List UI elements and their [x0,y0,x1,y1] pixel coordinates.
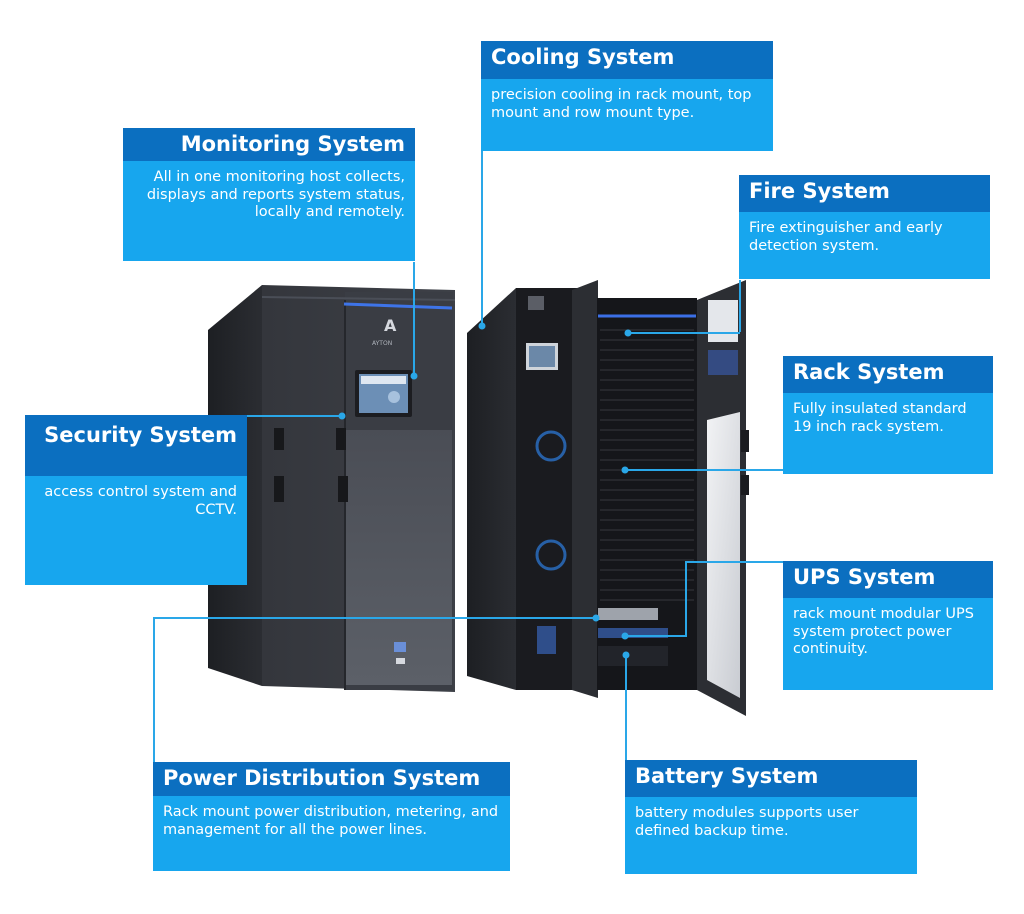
cooling-title: Cooling System [481,41,773,79]
connector-power-h [153,617,596,619]
connector-power-dot [592,614,600,622]
connector-ups-dot [621,632,629,640]
ups-callout: UPS System rack mount modular UPS system… [783,561,993,690]
fire-description: Fire extinguisher and early detection sy… [739,212,990,279]
fire-callout: Fire System Fire extinguisher and early … [739,175,990,279]
security-callout: Security System access control system an… [25,415,247,585]
rack-description: Fully insulated standard 19 inch rack sy… [783,393,993,474]
connector-monitoring-v [413,262,415,376]
cooling-description: precision cooling in rack mount, top mou… [481,79,773,151]
ups-title: UPS System [783,561,993,598]
open-cabinet [467,280,749,716]
power-title: Power Distribution System [153,762,510,796]
connector-fire-h [628,332,740,334]
connector-fire-dot [624,329,632,337]
connector-security-h [246,415,342,417]
battery-description: battery modules supports user defined ba… [625,797,917,874]
security-description: access control system and CCTV. [25,476,247,585]
connector-battery-v [625,655,627,761]
rack-callout: Rack System Fully insulated standard 19 … [783,356,993,474]
connector-ups-v [685,561,687,636]
security-title: Security System [25,415,247,476]
power-description: Rack mount power distribution, metering,… [153,796,510,871]
connector-security-dot [338,412,346,420]
rack-title: Rack System [783,356,993,393]
connector-cooling-dot [478,322,486,330]
connector-cooling-v [481,150,483,325]
connector-ups-h2 [625,635,687,637]
cooling-callout: Cooling System precision cooling in rack… [481,41,773,151]
connector-ups-h1 [686,561,783,563]
connector-power-v [153,617,155,763]
ups-description: rack mount modular UPS system protect po… [783,598,993,690]
connector-fire-v [739,280,741,332]
connector-monitoring-dot [410,372,418,380]
monitoring-description: All in one monitoring host collects, dis… [123,161,415,261]
monitoring-callout: Monitoring System All in one monitoring … [123,128,415,261]
battery-callout: Battery System battery modules supports … [625,760,917,874]
closed-cabinet: A AYTON [208,285,456,692]
logo-mark: A [384,316,397,335]
connector-rack-h [625,469,783,471]
connector-rack-dot [621,466,629,474]
logo-text: AYTON [372,340,392,347]
connector-battery-dot [622,651,630,659]
power-callout: Power Distribution System Rack mount pow… [153,762,510,871]
monitoring-title: Monitoring System [123,128,415,161]
fire-title: Fire System [739,175,990,212]
battery-title: Battery System [625,760,917,797]
